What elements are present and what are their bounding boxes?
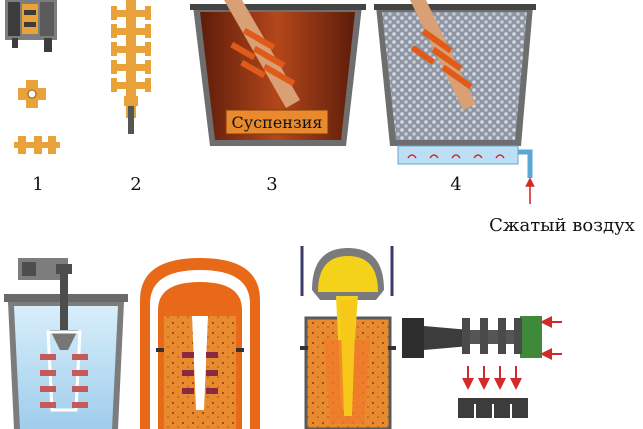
step3-number: 3	[266, 174, 277, 195]
step4-number: 4	[450, 174, 461, 195]
slurry-tag-box	[225, 109, 329, 135]
step1-wax-pattern-side-view	[14, 136, 60, 154]
step8-knockout	[402, 316, 562, 418]
step2-number: 2	[130, 174, 141, 195]
step5-dewax-tank	[4, 258, 128, 429]
step1-die-assembly	[5, 0, 57, 52]
step7-pouring	[300, 246, 396, 429]
step4-wax-tree-in-sand	[410, 0, 476, 110]
step1-wax-pattern-top-view	[18, 80, 46, 108]
step1-number: 1	[32, 174, 43, 195]
step3-wax-tree-dipping	[224, 0, 300, 108]
compressed-air-label: Сжатый воздух	[489, 215, 635, 236]
step2-wax-tree	[111, 0, 151, 134]
slurry-tag: Суспензия	[232, 113, 323, 132]
step6-firing-furnace	[140, 258, 260, 429]
